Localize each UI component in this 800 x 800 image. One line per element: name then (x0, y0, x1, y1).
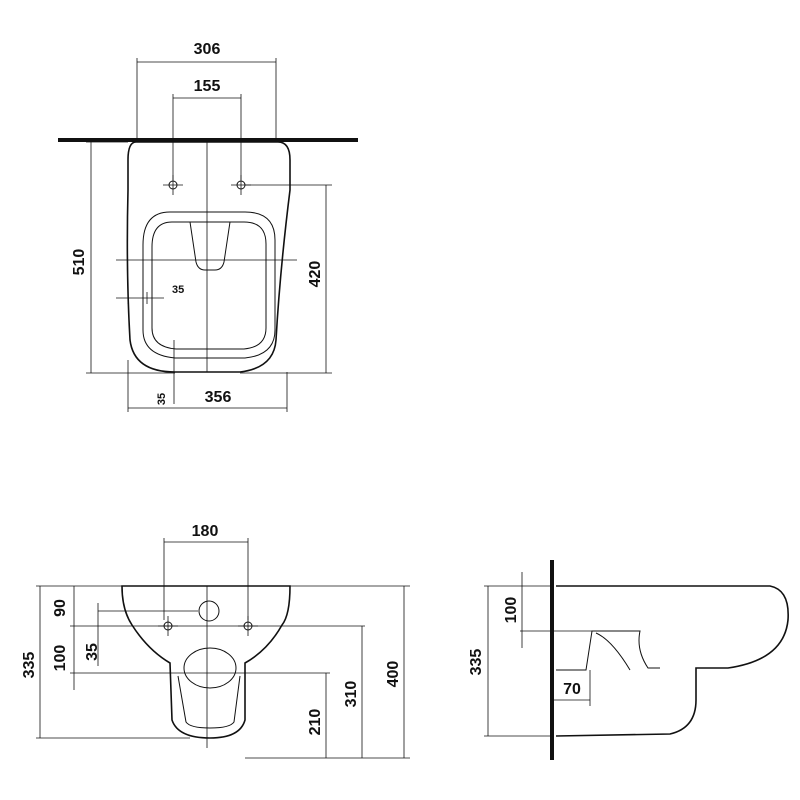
dim-70-label: 70 (563, 681, 581, 698)
dim-100-front: 100 (52, 626, 75, 690)
dim-70: 70 (552, 670, 591, 706)
front-view: 180 90 35 100 335 (21, 523, 410, 759)
dim-35-front: 35 (84, 603, 101, 666)
dim-35-bottom-label: 35 (156, 393, 168, 405)
dim-356-label: 356 (205, 389, 232, 406)
dim-210: 210 (245, 673, 410, 759)
pipe-hole (198, 600, 220, 622)
dim-335-front-label: 335 (21, 652, 38, 679)
dim-335-side: 335 (468, 586, 489, 736)
side-view: 100 335 70 (468, 560, 789, 760)
dim-90: 90 (52, 586, 75, 626)
top-view: 306 155 510 420 35 (58, 41, 358, 412)
dim-35-seat-label: 35 (172, 284, 184, 296)
bowl-outline (126, 141, 291, 373)
rim-inner (151, 221, 267, 350)
dim-180-label: 180 (192, 523, 219, 540)
dim-335-front: 335 (21, 586, 41, 738)
outlet-inner (177, 675, 241, 729)
dim-180: 180 (163, 523, 249, 620)
dim-100-front-label: 100 (52, 645, 69, 672)
dim-35-seat: 35 (116, 284, 184, 304)
dim-306: 306 (136, 41, 277, 140)
rim-outer (142, 211, 276, 359)
dim-155-label: 155 (194, 78, 221, 95)
dim-306-label: 306 (194, 41, 221, 58)
dim-100-side-label: 100 (503, 597, 520, 624)
dim-400-label: 400 (385, 661, 402, 688)
dim-310-label: 310 (343, 681, 360, 708)
dim-400: 400 (385, 586, 405, 758)
side-trap-outline (556, 630, 660, 671)
dim-90-label: 90 (52, 599, 69, 617)
dim-510: 510 (71, 141, 175, 374)
dim-155: 155 (172, 78, 242, 180)
side-trap-curve (595, 632, 631, 671)
outlet-circle (183, 647, 237, 689)
dim-210-label: 210 (307, 709, 324, 736)
dim-310: 310 (343, 626, 363, 758)
dim-335-side-label: 335 (468, 649, 485, 676)
front-bowl-outline (121, 585, 291, 739)
dim-420: 420 (240, 184, 332, 374)
dim-510-label: 510 (71, 249, 88, 276)
dim-420-label: 420 (307, 261, 324, 288)
dim-356: 35 356 (127, 340, 288, 412)
rear-trap (189, 221, 231, 271)
side-body-outline (555, 585, 789, 737)
dim-100-side: 100 (503, 572, 523, 648)
dim-35-front-label: 35 (84, 643, 101, 661)
